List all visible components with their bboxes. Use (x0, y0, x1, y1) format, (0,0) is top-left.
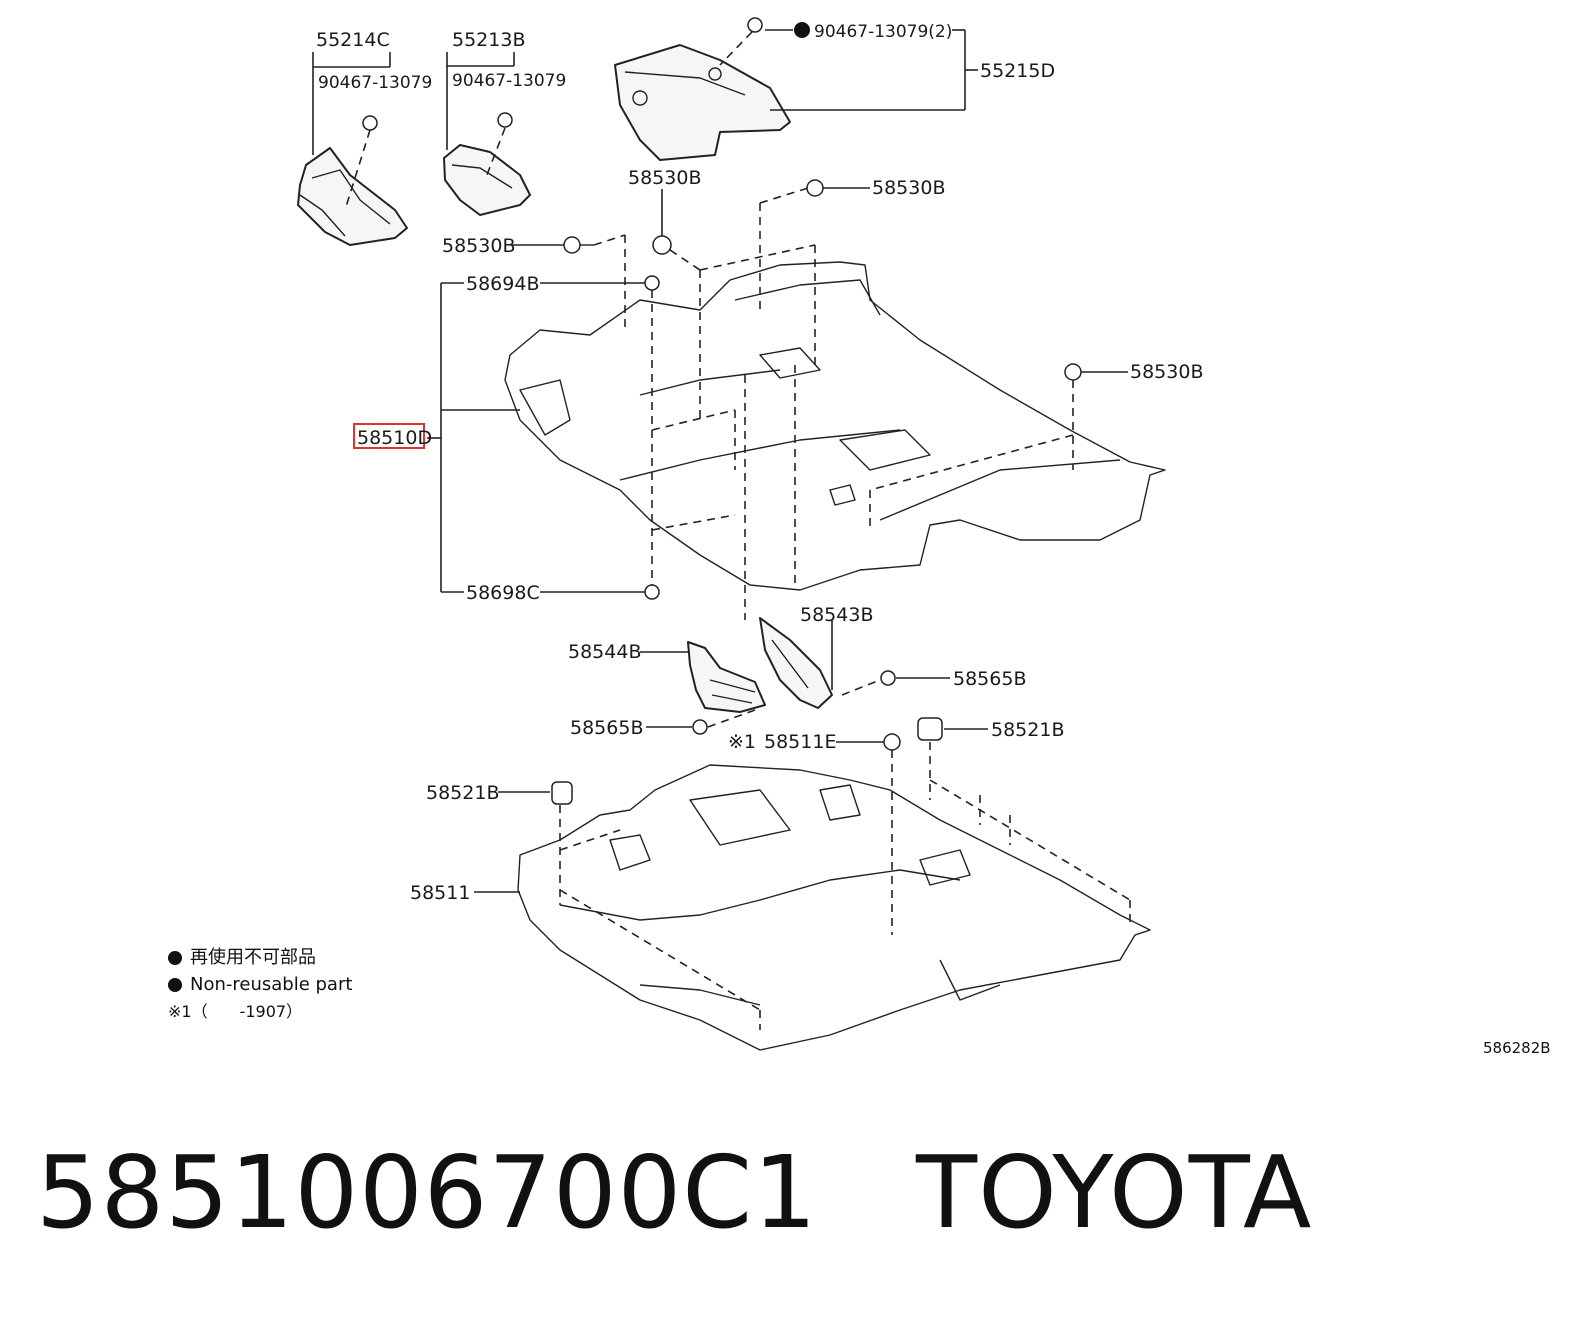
non-reusable-dot-icon (168, 977, 182, 992)
clip-58511E-drawing (883, 733, 901, 751)
non-reusable-dot-icon (168, 950, 182, 965)
carpet-58510D-drawing (504, 261, 1166, 591)
clip-58565B-drawings (692, 670, 896, 735)
legend: 再使用不可部品 Non-reusable part ※1（ -1907） (168, 944, 352, 1025)
label-58530B-right: 58530B (1130, 361, 1203, 383)
label-58511E-mark: ※1 (728, 731, 756, 753)
label-55213B: 55213B (452, 29, 525, 51)
bracket-58543B-drawing (759, 617, 833, 709)
label-90467-13079-left: 90467-13079 (318, 73, 432, 93)
label-58698C: 58698C (466, 582, 540, 604)
clip-58521B-drawings (551, 717, 943, 805)
label-58544B: 58544B (568, 641, 641, 663)
label-58565B-right: 58565B (953, 668, 1026, 690)
label-58565B-left: 58565B (570, 717, 643, 739)
legend-note1: ※1（ -1907） (168, 1002, 303, 1021)
label-58530B-center: 58530B (628, 167, 701, 189)
label-58510D[interactable]: 58510D (357, 427, 432, 449)
part-55213B-drawing (443, 112, 531, 216)
label-58694B: 58694B (466, 273, 539, 295)
part-55214C-drawing (297, 115, 408, 246)
label-58543B: 58543B (800, 604, 873, 626)
label-55214C: 55214C (316, 29, 390, 51)
carpet-58511-drawing (517, 764, 1151, 1051)
label-55215D: 55215D (980, 60, 1055, 82)
part-number-caption: 5851006700C1 TOYOTA (36, 1134, 1313, 1251)
legend-non-reusable-en: Non-reusable part (190, 974, 353, 995)
label-58521B-left: 58521B (426, 782, 499, 804)
highlight-box-58510D (353, 423, 425, 449)
clip-58530B-drawings (563, 179, 1082, 600)
label-90467-13079-mid: 90467-13079 (452, 71, 566, 91)
label-58511E: 58511E (764, 731, 836, 753)
label-90467-13079-2: 90467-13079(2) (814, 22, 952, 42)
bracket-58544B-drawing (687, 641, 766, 713)
legend-row-en: Non-reusable part (168, 971, 352, 998)
label-58530B-upper-right: 58530B (872, 177, 945, 199)
legend-note: ※1（ -1907） (168, 998, 352, 1025)
label-58521B-right: 58521B (991, 719, 1064, 741)
non-reusable-dot-icon (794, 22, 810, 38)
diagram-code: 586282B (1483, 1039, 1551, 1057)
legend-non-reusable-jp: 再使用不可部品 (190, 947, 316, 968)
legend-row-jp: 再使用不可部品 (168, 944, 352, 971)
part-55215D-drawing (614, 17, 791, 161)
label-58530B-left: 58530B (442, 235, 515, 257)
label-58511: 58511 (410, 882, 470, 904)
